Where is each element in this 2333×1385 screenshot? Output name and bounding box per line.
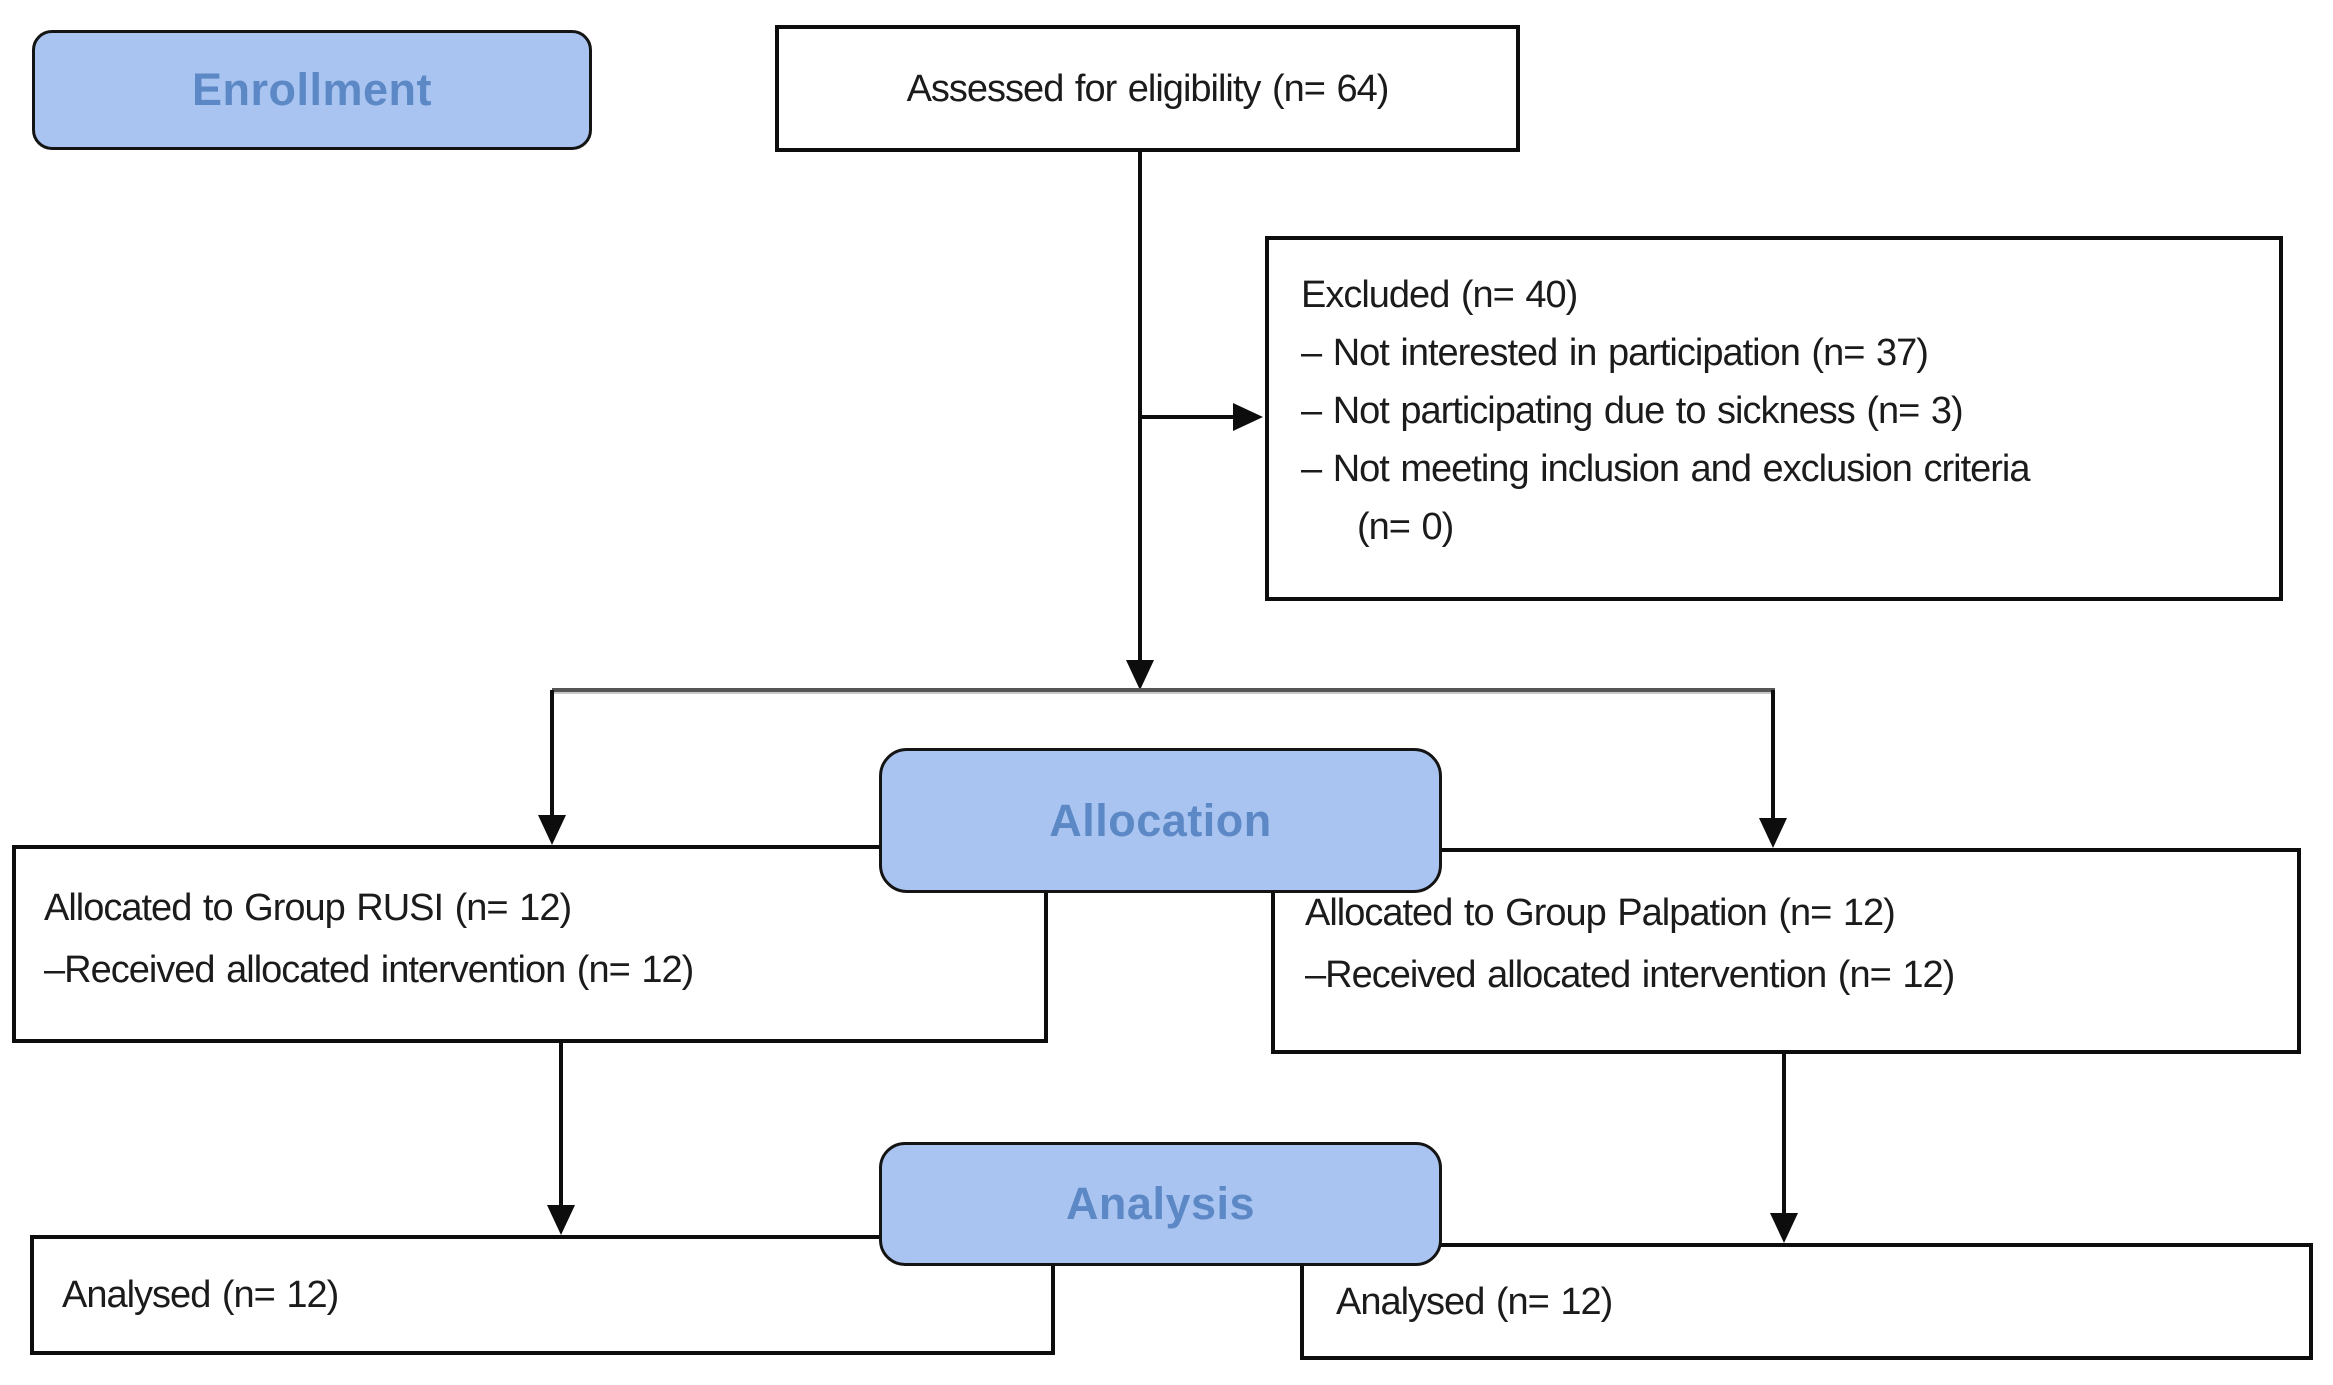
arrowhead-down-to-branch-icon: [1126, 660, 1154, 690]
analysed-left-text: Analysed (n= 12): [62, 1274, 339, 1316]
analysis-stage-label: Analysis: [1065, 1178, 1256, 1229]
excluded-reason: – Not participating due to sickness (n= …: [1301, 390, 1964, 432]
allocation-right-line2: –Received allocated intervention (n= 12): [1305, 954, 1955, 996]
analysed-right-box: Analysed (n= 12): [1300, 1243, 2313, 1360]
arrowhead-down-alloc-right-icon: [1759, 818, 1787, 848]
arrowhead-right-excluded-icon: [1233, 403, 1263, 431]
assessed-eligibility-box: Assessed for eligibility (n= 64): [775, 25, 1520, 152]
excluded-heading: Excluded (n= 40): [1301, 274, 1578, 316]
connector-assessed-to-branch: [1138, 152, 1142, 662]
allocation-right-box: Allocated to Group Palpation (n= 12) –Re…: [1271, 848, 2301, 1054]
assessed-eligibility-text: Assessed for eligibility (n= 64): [906, 67, 1390, 110]
arrowhead-down-analysed-left-icon: [547, 1205, 575, 1235]
excluded-reason: – Not meeting inclusion and exclusion cr…: [1301, 448, 2031, 490]
allocation-stage-label: Allocation: [1049, 794, 1272, 846]
branch-line: [552, 688, 1775, 694]
connector-alloc-left-to-analysed: [559, 1043, 563, 1207]
allocation-left-line2: –Received allocated intervention (n= 12): [44, 949, 694, 991]
excluded-box: Excluded (n= 40) – Not interested in par…: [1265, 236, 2283, 601]
enrollment-stage-banner: Enrollment: [32, 30, 592, 150]
analysis-stage-banner: Analysis: [879, 1142, 1442, 1266]
enrollment-stage-label: Enrollment: [191, 64, 433, 115]
connector-branch-to-alloc-left: [550, 690, 554, 817]
connector-to-excluded: [1140, 415, 1235, 419]
excluded-reason: – Not interested in participation (n= 37…: [1301, 332, 1929, 374]
connector-branch-to-alloc-right: [1771, 690, 1775, 818]
allocation-right-line1: Allocated to Group Palpation (n= 12): [1305, 892, 1896, 934]
allocation-stage-banner: Allocation: [879, 748, 1442, 893]
connector-alloc-right-to-analysed: [1782, 1054, 1786, 1215]
allocation-left-line1: Allocated to Group RUSI (n= 12): [44, 887, 572, 929]
excluded-reason-count: (n= 0): [1357, 506, 1454, 548]
arrowhead-down-analysed-right-icon: [1770, 1213, 1798, 1243]
allocation-left-box: Allocated to Group RUSI (n= 12) –Receive…: [12, 845, 1048, 1043]
arrowhead-down-alloc-left-icon: [538, 815, 566, 845]
analysed-right-text: Analysed (n= 12): [1336, 1280, 1613, 1323]
